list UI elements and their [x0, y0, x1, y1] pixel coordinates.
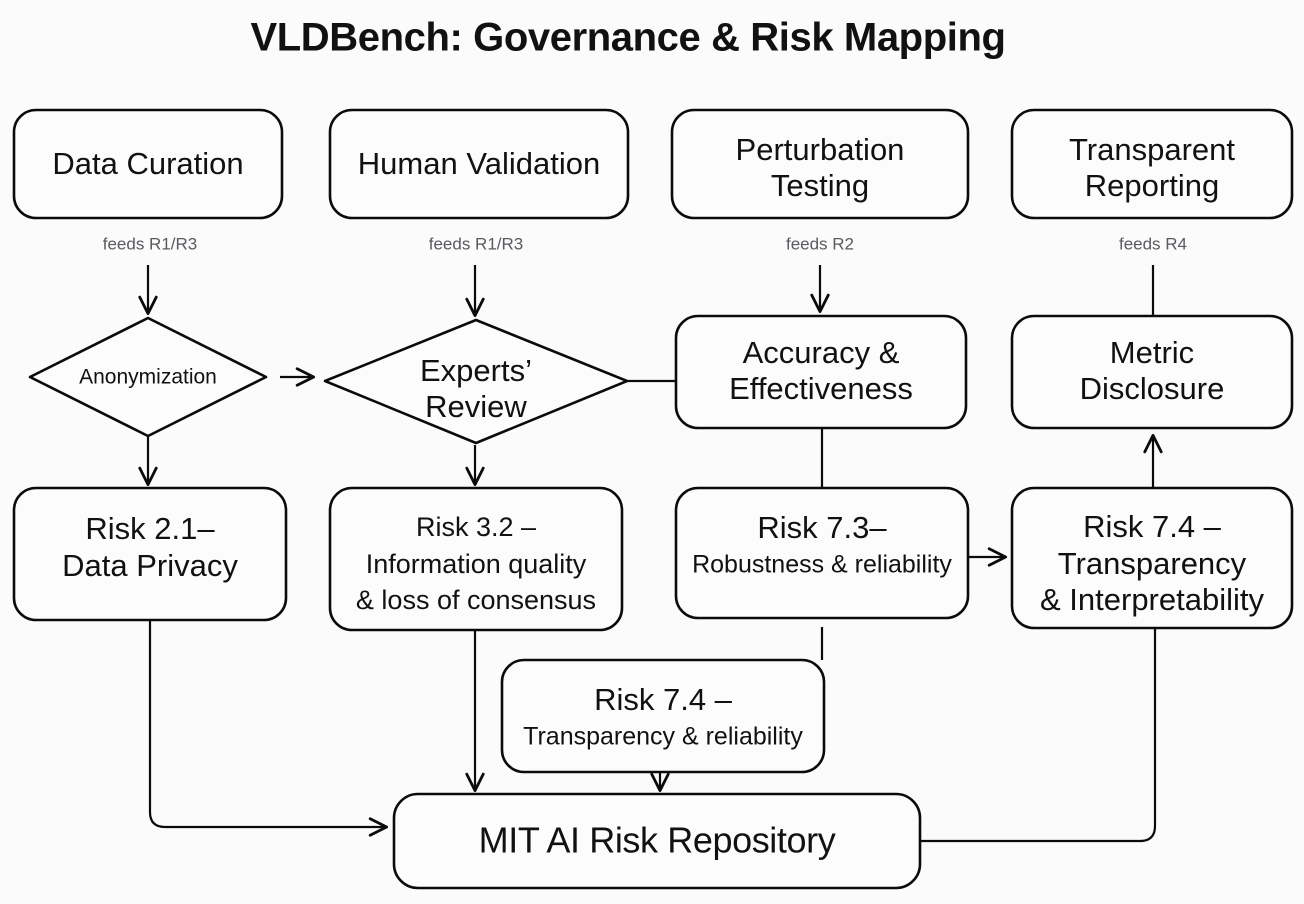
node-anonymization-shape[interactable] [28, 316, 268, 438]
node-risk-7-4-transparency-label-line2: Transparency [1058, 546, 1247, 581]
node-accuracy-effectiveness-label-line2: Effectiveness [729, 371, 913, 406]
node-data-curation-label: Data Curation [52, 146, 243, 181]
node-risk-7-3[interactable]: Risk 7.3– Robustness & reliability [674, 486, 970, 620]
node-risk-3-2-label-line3: & loss of consensus [356, 585, 596, 615]
node-transparent-reporting-shape[interactable] [1010, 108, 1294, 220]
node-risk-7-4-reliability[interactable]: Risk 7.4 – Transparency & reliability [500, 658, 826, 774]
node-risk-7-4-reliability-label-line1: Risk 7.4 – [594, 682, 733, 717]
node-transparent-reporting-label-line1: Transparent [1069, 132, 1235, 167]
node-transparent-reporting-label-line2: Reporting [1085, 168, 1219, 203]
node-risk-7-3-shape[interactable] [674, 486, 970, 620]
node-anonymization[interactable]: Anonymization [28, 316, 268, 438]
node-experts-review-shape[interactable] [323, 318, 629, 445]
node-experts-review-label-line1: Experts’ [420, 353, 532, 388]
node-risk-7-4-transparency-label-line1: Risk 7.4 – [1083, 509, 1222, 544]
edge-label-feeds-r2: feeds R2 [786, 234, 854, 253]
node-perturbation-testing-label-line1: Perturbation [736, 132, 905, 167]
node-risk-2-1[interactable]: Risk 2.1– Data Privacy [12, 486, 288, 622]
node-data-curation-shape[interactable] [12, 108, 284, 220]
node-human-validation[interactable]: Human Validation [328, 108, 630, 220]
node-metric-disclosure[interactable]: Metric Disclosure [1010, 314, 1294, 430]
node-risk-7-3-label-line2: Robustness & reliability [692, 551, 952, 579]
node-risk-3-2-label-line2: Information quality [366, 549, 587, 579]
node-human-validation-shape[interactable] [328, 108, 630, 220]
edge-mit-repository-to-risk74transparency [920, 628, 1157, 843]
edge-label-feeds-r1-r3-b: feeds R1/R3 [429, 234, 524, 253]
node-risk-2-1-label-line1: Risk 2.1– [85, 511, 215, 546]
node-experts-review-label-line2: Review [425, 389, 527, 424]
node-risk-3-2-shape[interactable] [328, 486, 624, 632]
edge-risk21-to-mit-repository [148, 621, 389, 837]
node-metric-disclosure-label-line1: Metric [1110, 335, 1194, 370]
node-accuracy-effectiveness[interactable]: Accuracy & Effectiveness [674, 314, 968, 430]
edge-label-layer: feeds R1/R3 feeds R1/R3 feeds R2 feeds R… [103, 234, 1187, 253]
page-title: VLDBench: Governance & Risk Mapping [250, 16, 1005, 60]
edge-layer [138, 265, 1163, 843]
node-risk-7-4-reliability-label-line2: Transparency & reliability [523, 723, 803, 751]
node-metric-disclosure-shape[interactable] [1010, 314, 1294, 430]
node-data-curation[interactable]: Data Curation [12, 108, 284, 220]
node-accuracy-effectiveness-shape[interactable] [674, 314, 968, 430]
node-experts-review[interactable]: Experts’ Review [323, 318, 629, 445]
node-risk-7-4-transparency-label-line3: & Interpretability [1040, 582, 1264, 617]
edge-label-feeds-r4: feeds R4 [1119, 234, 1187, 253]
node-mit-repository[interactable]: MIT AI Risk Repository [392, 792, 922, 890]
node-risk-7-3-label-line1: Risk 7.3– [757, 510, 887, 545]
node-risk-7-4-reliability-shape[interactable] [500, 658, 826, 774]
node-mit-repository-shape[interactable] [392, 792, 922, 890]
node-risk-3-2[interactable]: Risk 3.2 – Information quality & loss of… [328, 486, 624, 632]
node-metric-disclosure-label-line2: Disclosure [1080, 371, 1225, 406]
node-human-validation-label: Human Validation [358, 146, 600, 181]
node-mit-repository-label: MIT AI Risk Repository [479, 820, 836, 861]
node-perturbation-testing[interactable]: Perturbation Testing [670, 108, 970, 220]
edge-label-feeds-r1-r3-a: feeds R1/R3 [103, 234, 198, 253]
node-transparent-reporting[interactable]: Transparent Reporting [1010, 108, 1294, 220]
node-risk-2-1-shape[interactable] [12, 486, 288, 622]
node-risk-3-2-label-line1: Risk 3.2 – [416, 512, 536, 542]
node-accuracy-effectiveness-label-line1: Accuracy & [743, 335, 900, 370]
node-risk-7-4-transparency[interactable]: Risk 7.4 – Transparency & Interpretabili… [1010, 486, 1294, 630]
node-risk-7-4-transparency-shape[interactable] [1010, 486, 1294, 630]
node-perturbation-testing-label-line2: Testing [771, 168, 869, 203]
node-perturbation-testing-shape[interactable] [670, 108, 970, 220]
node-risk-2-1-label-line2: Data Privacy [62, 548, 238, 583]
node-anonymization-label: Anonymization [79, 366, 217, 389]
